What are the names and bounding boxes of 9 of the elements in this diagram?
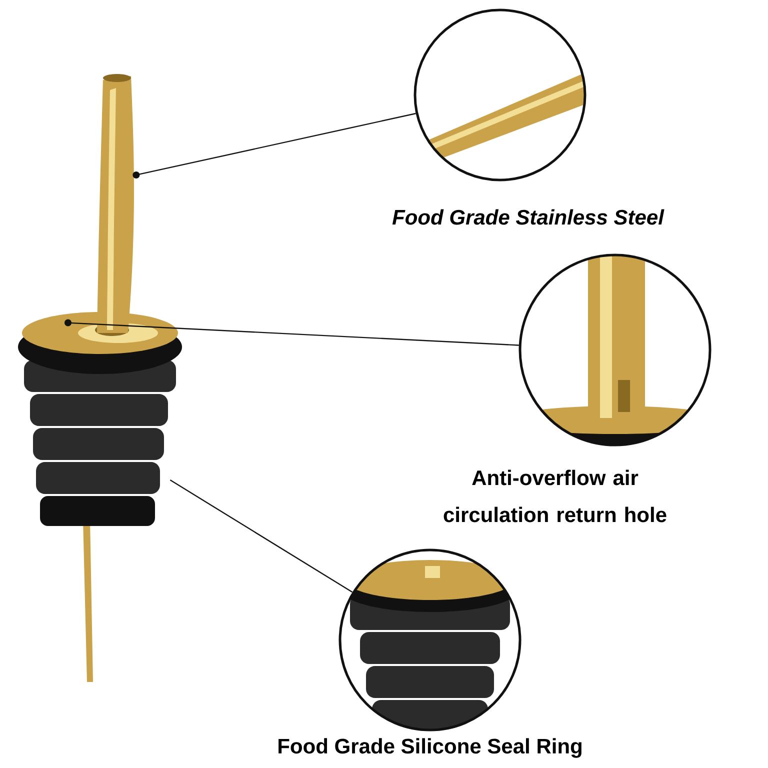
seal-drawing: [24, 360, 176, 682]
spout-drawing: [97, 74, 134, 333]
callout-label: Anti-overflow air circulation return hole: [444, 470, 666, 522]
callout-label: Food Grade Silicone Seal Ring: [278, 738, 582, 758]
collar-drawing: [18, 312, 182, 374]
callout-label: Food Grade Stainless Steel: [392, 209, 664, 225]
leader-line: [64, 319, 519, 346]
leader-line: [132, 112, 416, 178]
leader-line: [170, 480, 353, 593]
